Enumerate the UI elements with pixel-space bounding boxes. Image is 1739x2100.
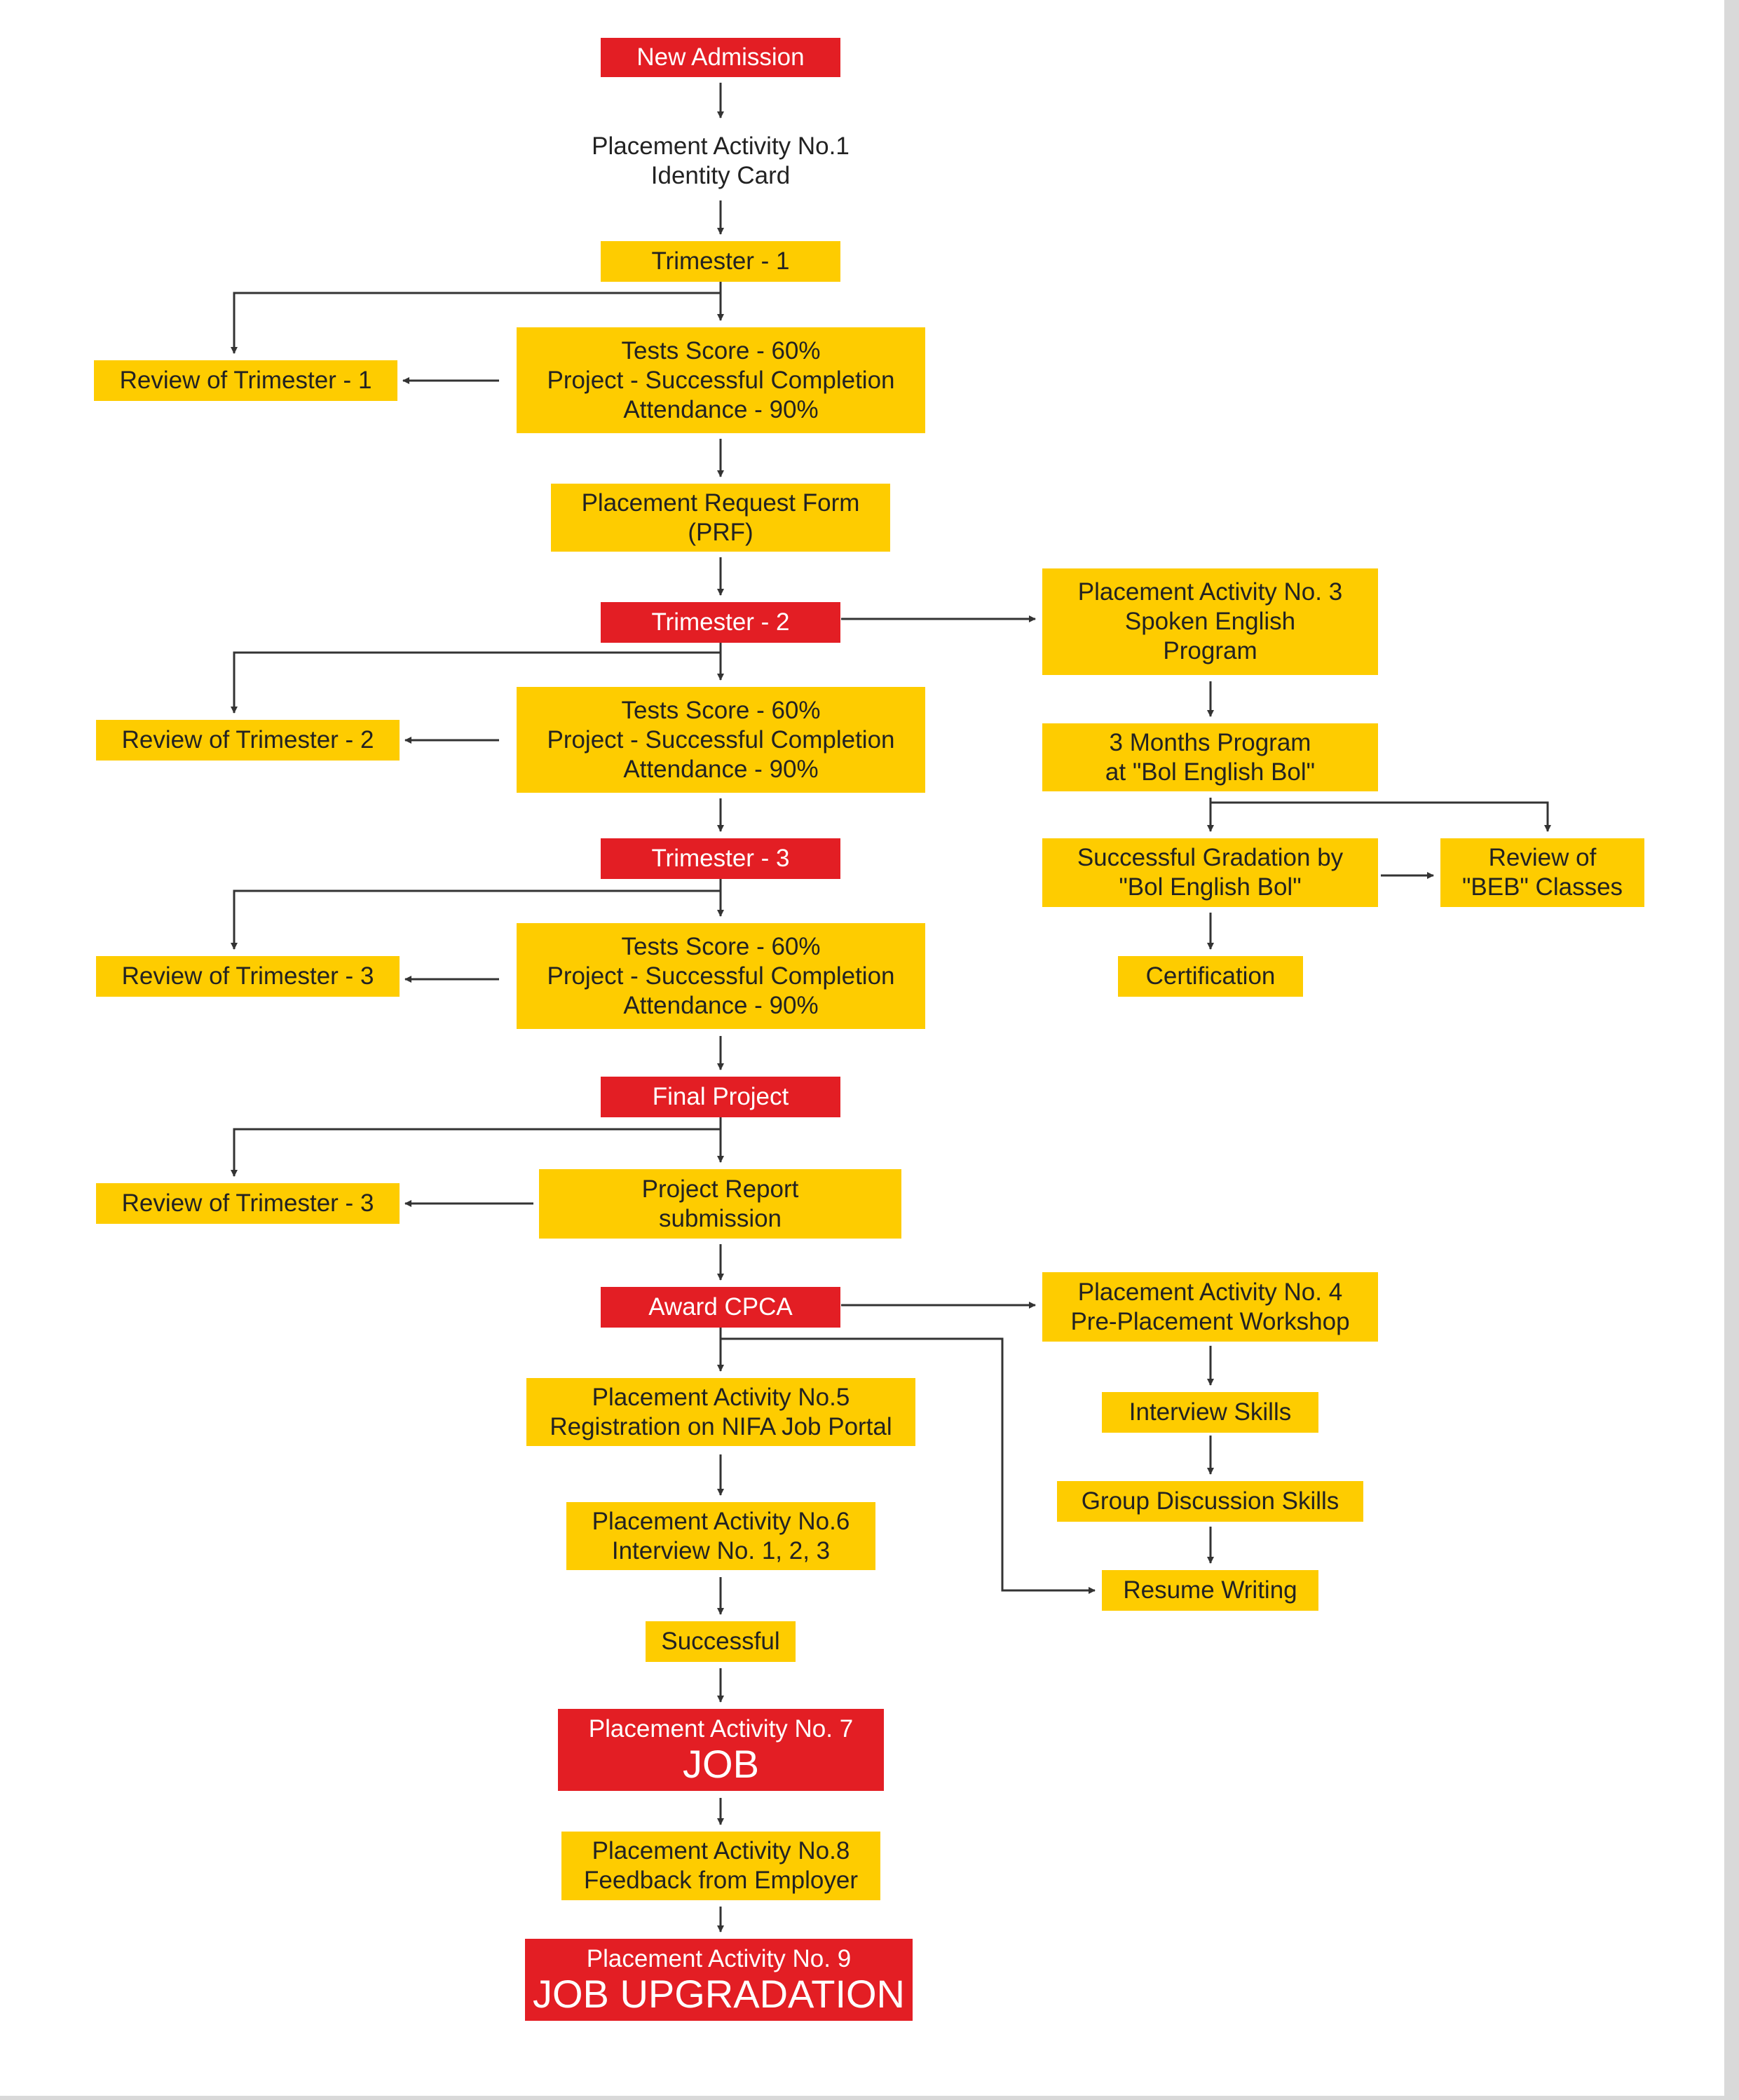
activity-8-line-1: Placement Activity No.8 (592, 1837, 850, 1864)
trimester-3-line-1: Trimester - 3 (651, 845, 790, 872)
interview-skills-box: Interview Skills (1102, 1392, 1318, 1433)
activity-3-line-2: Spoken English (1124, 608, 1296, 635)
activity-3-line-1: Placement Activity No. 3 (1077, 578, 1343, 606)
resume-writing-box: Resume Writing (1102, 1570, 1318, 1611)
criteria-1-box: Tests Score - 60%Project - Successful Co… (517, 327, 925, 433)
review-trimester-1-box: Review of Trimester - 1 (94, 360, 397, 401)
arrow-trimester-1-to-review-1 (231, 292, 721, 354)
prf-line-2: (PRF) (688, 518, 753, 546)
bol-program-line-1: 3 Months Program (1109, 728, 1311, 756)
review-4-line-1: Review of Trimester - 3 (121, 1189, 374, 1217)
trimester-1-line-1: Trimester - 1 (651, 247, 790, 275)
prf-line-1: Placement Request Form (581, 489, 860, 517)
award-cpca-line-1: Award CPCA (648, 1293, 793, 1321)
activity-8-line-2: Feedback from Employer (584, 1867, 858, 1894)
award-cpca-box: Award CPCA (601, 1287, 840, 1328)
final-project-line-1: Final Project (652, 1083, 789, 1110)
criteria-2-box: Tests Score - 60%Project - Successful Co… (517, 687, 925, 793)
review-final-project-box: Review of Trimester - 3 (96, 1183, 400, 1224)
review-beb-line-2: "BEB" Classes (1461, 873, 1623, 901)
review-beb-classes-box: Review of"BEB" Classes (1440, 838, 1644, 907)
successful-gradation-line-2: "Bol English Bol" (1119, 873, 1302, 901)
trimester-2-line-1: Trimester - 2 (651, 608, 790, 636)
activity-6-line-1: Placement Activity No.6 (592, 1507, 850, 1535)
successful-gradation-line-1: Successful Gradation by (1077, 844, 1344, 871)
new-admission-line-1: New Admission (636, 43, 805, 71)
certification-box: Certification (1118, 956, 1303, 997)
activity-9-line-1: Placement Activity No. 9 (586, 1945, 852, 1973)
project-report-line-2: submission (658, 1204, 782, 1232)
successful-gradation-box: Successful Gradation by"Bol English Bol" (1042, 838, 1378, 907)
criteria-2-line-2: Project - Successful Completion (547, 725, 895, 754)
activity-5-line-1: Placement Activity No.5 (592, 1383, 850, 1411)
identity-card-line-1: Placement Activity No.1 (592, 132, 850, 160)
bol-program-line-2: at "Bol English Bol" (1105, 758, 1316, 786)
connector-arrows (231, 83, 1551, 1932)
placement-request-form-box: Placement Request Form(PRF) (551, 484, 890, 552)
review-2-line-1: Review of Trimester - 2 (121, 726, 374, 754)
arrow-trimester-3-to-review-3 (231, 889, 721, 950)
arrow-final-project-to-review-4 (231, 1128, 721, 1177)
criteria-3-line-3: Attendance - 90% (623, 991, 819, 1019)
activity-4-line-1: Placement Activity No. 4 (1077, 1278, 1343, 1306)
successful-line-1: Successful (661, 1628, 780, 1655)
criteria-2-line-1: Tests Score - 60% (621, 696, 821, 724)
project-report-line-1: Project Report (641, 1175, 799, 1203)
activity-4-line-2: Pre-Placement Workshop (1070, 1307, 1350, 1335)
identity-card-line-2: Identity Card (650, 162, 791, 189)
arrow-bol-program-to-review-beb (1211, 801, 1551, 832)
criteria-3-line-1: Tests Score - 60% (621, 932, 821, 960)
activity-6-line-2: Interview No. 1, 2, 3 (611, 1536, 831, 1564)
activity-9-headline: JOB UPGRADATION (532, 1972, 905, 2017)
activity-3-line-3: Program (1163, 637, 1257, 664)
review-trimester-3-box: Review of Trimester - 3 (96, 956, 400, 997)
review-trimester-2-box: Review of Trimester - 2 (96, 720, 400, 761)
activity-7-line-1: Placement Activity No. 7 (588, 1715, 854, 1743)
arrow-award-cpca-to-resume-writing (721, 1337, 1096, 1594)
activity-7-headline: JOB (683, 1742, 759, 1787)
criteria-1-line-1: Tests Score - 60% (621, 336, 821, 364)
trimester-3-box: Trimester - 3 (601, 838, 840, 879)
activity-5-line-2: Registration on NIFA Job Portal (550, 1412, 892, 1440)
review-3-line-1: Review of Trimester - 3 (121, 962, 374, 990)
interview-skills-line-1: Interview Skills (1128, 1398, 1292, 1426)
trimester-1-box: Trimester - 1 (601, 241, 840, 282)
criteria-3-line-2: Project - Successful Completion (547, 962, 895, 990)
new-admission-box: New Admission (601, 38, 840, 77)
arrow-trimester-2-to-review-2 (231, 651, 721, 714)
trimester-2-box: Trimester - 2 (601, 602, 840, 643)
final-project-box: Final Project (601, 1077, 840, 1117)
group-discussion-skills-box: Group Discussion Skills (1057, 1481, 1363, 1522)
criteria-2-line-3: Attendance - 90% (623, 755, 819, 783)
review-beb-line-1: Review of (1488, 844, 1597, 871)
criteria-1-line-2: Project - Successful Completion (547, 366, 895, 394)
resume-writing-line-1: Resume Writing (1123, 1576, 1297, 1604)
criteria-3-box: Tests Score - 60%Project - Successful Co… (517, 923, 925, 1029)
review-1-line-1: Review of Trimester - 1 (119, 367, 372, 394)
group-discussion-line-1: Group Discussion Skills (1081, 1487, 1339, 1515)
certification-line-1: Certification (1145, 962, 1276, 990)
criteria-1-line-3: Attendance - 90% (623, 395, 819, 423)
successful-box: Successful (646, 1621, 796, 1662)
